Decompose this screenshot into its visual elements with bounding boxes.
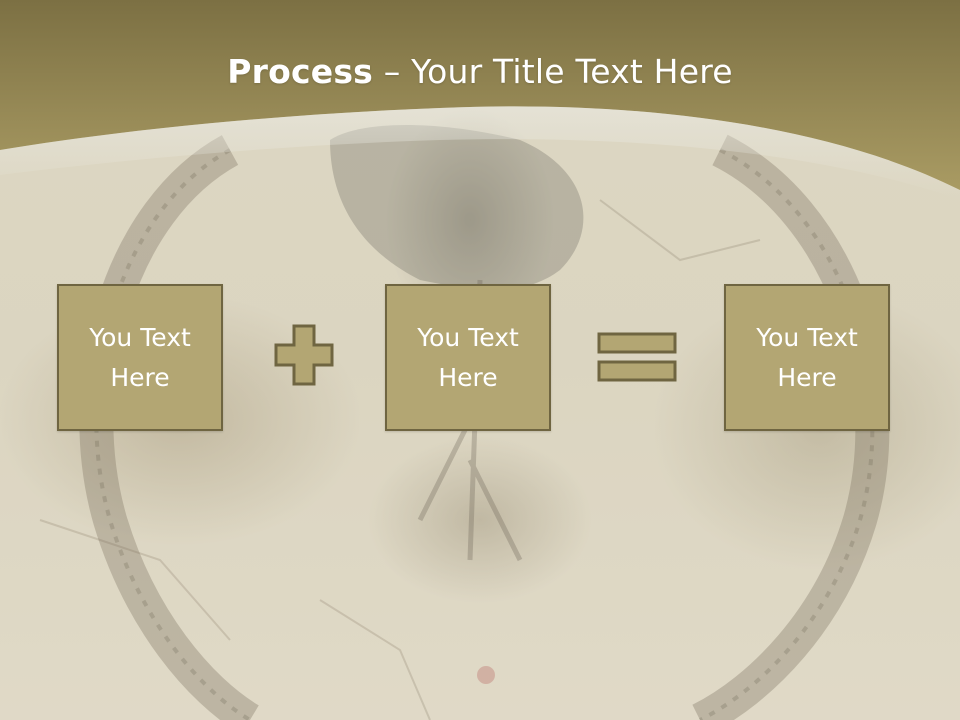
process-box-3-text: You Text Here: [756, 322, 858, 392]
title-rest: – Your Title Text Here: [373, 52, 733, 91]
equals-icon: [597, 332, 677, 382]
page-title: Process – Your Title Text Here: [0, 52, 960, 91]
process-box-2-text: You Text Here: [417, 322, 519, 392]
process-box-1[interactable]: You Text Here: [57, 284, 223, 431]
process-box-3[interactable]: You Text Here: [724, 284, 890, 431]
header-band: [0, 0, 960, 200]
process-box-2[interactable]: You Text Here: [385, 284, 551, 431]
plus-icon: [274, 324, 334, 386]
process-box-1-text: You Text Here: [89, 322, 191, 392]
title-bold: Process: [227, 52, 374, 91]
